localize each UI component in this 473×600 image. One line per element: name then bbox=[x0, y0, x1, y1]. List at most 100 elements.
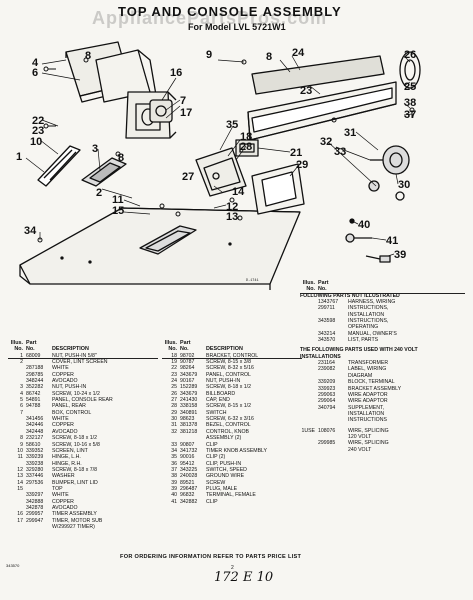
part-no-cell: 337446 bbox=[26, 473, 44, 480]
description-cell: BUMPER, LINT LID bbox=[52, 479, 98, 486]
callout-10: 10 bbox=[30, 136, 42, 148]
illus-no-cell: 11 bbox=[17, 454, 23, 461]
billboard-part bbox=[251, 55, 385, 95]
part-no-cell: 339352 bbox=[26, 447, 44, 454]
description-cell: INSTALLATION bbox=[348, 311, 385, 318]
callout-27: 27 bbox=[182, 171, 194, 183]
knob-part bbox=[370, 145, 410, 175]
part-no-cell: 381378 bbox=[180, 422, 198, 429]
part-no-cell: 90016 bbox=[180, 454, 195, 461]
description-cell: CAP, END bbox=[206, 397, 230, 404]
part-no-cell: 340891 bbox=[180, 409, 198, 416]
part-no-cell: 343225 bbox=[180, 466, 198, 473]
illus-no-cell: 18 bbox=[171, 352, 177, 359]
callout-35: 35 bbox=[226, 119, 238, 131]
illus-no-cell: 37 bbox=[171, 466, 177, 473]
description-cell: GROUND WIRE bbox=[206, 473, 245, 480]
callout-34: 34 bbox=[24, 225, 37, 237]
callout-26: 26 bbox=[404, 49, 416, 61]
part-no-cell: 341456 bbox=[26, 416, 44, 423]
illus-no-cell: 22 bbox=[171, 365, 177, 372]
illus-no-cell: 15 bbox=[17, 485, 23, 492]
illus-no-cell: 27 bbox=[171, 397, 177, 404]
description-cell: ASSEMBLY (2) bbox=[206, 435, 242, 442]
description-cell: COPPER bbox=[52, 498, 74, 505]
description-cell: LABEL, WIRING bbox=[348, 366, 387, 373]
callout-29: 29 bbox=[296, 159, 308, 171]
head-part: Part bbox=[26, 340, 37, 346]
illus-no-cell: 25 bbox=[171, 384, 177, 391]
callout-6: 6 bbox=[32, 67, 38, 79]
table-row: DIAGRAM bbox=[300, 373, 460, 379]
leader-lines bbox=[25, 55, 413, 257]
control-bracket-part bbox=[195, 147, 247, 197]
table-row: ASSEMBLY (2) bbox=[162, 435, 286, 441]
part-no-cell: 299064 bbox=[318, 398, 336, 405]
callout-31: 31 bbox=[344, 127, 356, 139]
callout-25: 25 bbox=[404, 81, 416, 93]
illus-no-cell: 39 bbox=[171, 485, 177, 492]
description-cell: BEZEL, CONTROL bbox=[206, 422, 251, 429]
part-no-cell: 339239 bbox=[26, 454, 44, 461]
illus-no-cell: 19 bbox=[171, 359, 177, 366]
illus-no-cell: 8 bbox=[20, 435, 23, 442]
illus-no-cell: 24 bbox=[171, 378, 177, 385]
part-no-cell: 239082 bbox=[318, 366, 336, 373]
not-illustrated-heading: FOLLOWING PARTS NOT ILLUSTRATED bbox=[300, 292, 400, 299]
description-cell: NUT, PUSH-IN bbox=[206, 378, 241, 385]
illus-no-cell: 28 bbox=[171, 403, 177, 410]
illus-no-cell: 10 bbox=[17, 447, 23, 454]
rule-right bbox=[300, 293, 465, 294]
description-cell: CLIP bbox=[206, 498, 218, 505]
head-no2: No. bbox=[318, 286, 327, 293]
illus-no-cell: 32 bbox=[171, 428, 177, 435]
illus-no-cell: 1USE bbox=[301, 427, 315, 434]
part-no-cell: 98623 bbox=[180, 416, 195, 423]
description-cell: BRACKET ASSEMBLY bbox=[348, 385, 402, 392]
head-no1: No. bbox=[306, 286, 315, 293]
description-cell: SCREW, 10-24 x 1/2 bbox=[52, 390, 100, 397]
page-title: TOP AND CONSOLE ASSEMBLY bbox=[118, 4, 342, 19]
illus-no-cell: 41 bbox=[171, 498, 177, 505]
description-cell: CLIP bbox=[206, 441, 218, 448]
description-cell: DIAGRAM bbox=[348, 372, 373, 379]
part-no-cell: 297536 bbox=[26, 479, 44, 486]
page-subtitle: For Model LVL 5721W1 bbox=[188, 22, 286, 32]
callout-38: 38 bbox=[404, 97, 416, 109]
callout-1: 1 bbox=[16, 151, 22, 163]
illus-no-cell: 36 bbox=[171, 460, 177, 467]
table-row: 240 VOLT bbox=[300, 447, 460, 453]
illus-no-cell: 5 bbox=[20, 397, 23, 404]
part-no-cell: 90807 bbox=[180, 441, 195, 448]
part-no-cell: 108076 bbox=[318, 427, 336, 434]
description-cell: PANEL, CONSOLE REAR bbox=[52, 397, 113, 404]
illus-no-cell: 2 bbox=[20, 359, 23, 366]
part-no-cell: 338158 bbox=[180, 403, 198, 410]
callout-8c: 8 bbox=[266, 51, 272, 63]
description-cell: TERMINAL, FEMALE bbox=[206, 492, 256, 499]
illus-no-cell: 40 bbox=[171, 492, 177, 499]
callout-13: 13 bbox=[226, 211, 238, 223]
table-row: W/299927 TIMER) bbox=[8, 524, 132, 530]
description-cell: BRACKET, CONTROL bbox=[206, 352, 259, 359]
